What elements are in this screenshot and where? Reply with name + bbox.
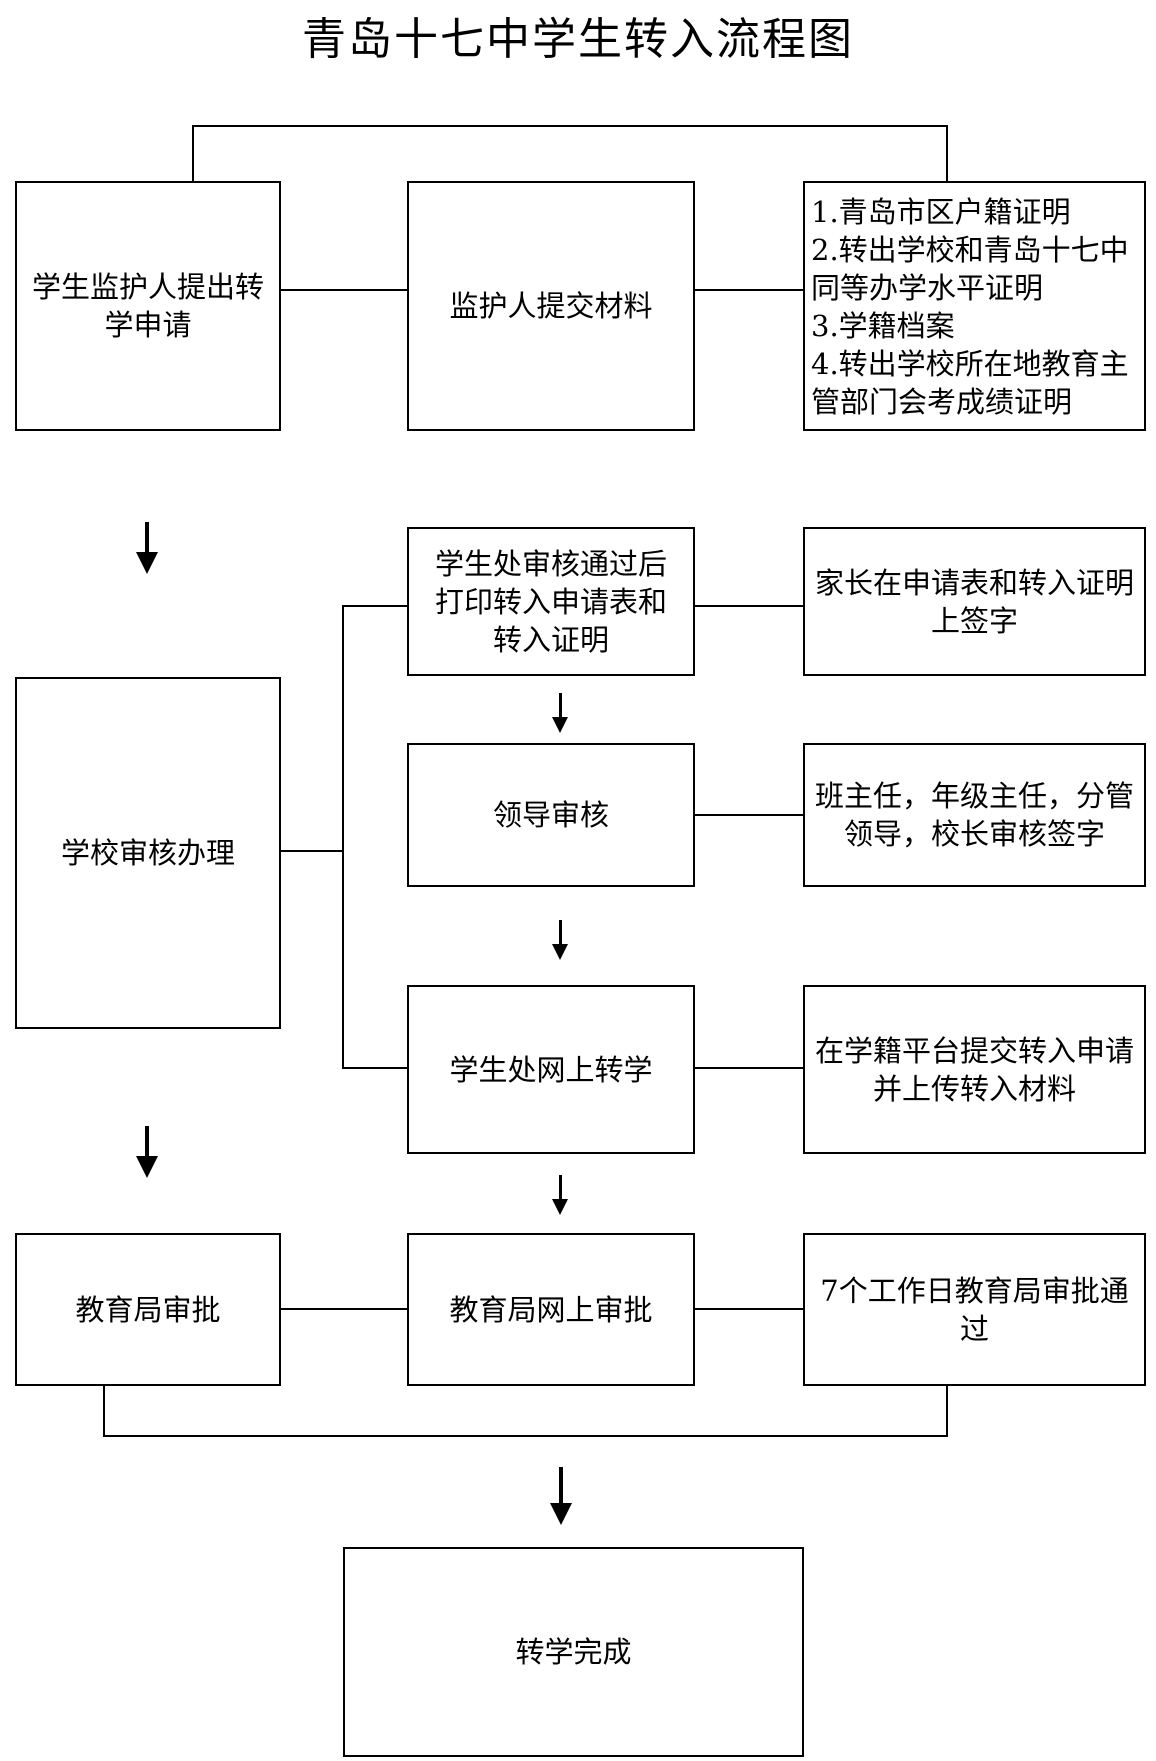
bureau-approve-label: 教育局审批: [75, 1292, 221, 1327]
material-item-3: 3.学籍档案: [811, 309, 955, 343]
top-bracket-line: [192, 125, 948, 181]
platform-submit-box: 在学籍平台提交转入申请并上传转入材料: [803, 985, 1146, 1154]
bureau-online-label: 教育局网上审批: [449, 1292, 653, 1327]
leader-review-box: 领导审核: [407, 743, 695, 887]
parent-sign-label: 家长在申请表和转入证明上签字: [815, 565, 1135, 638]
transfer-complete-box: 转学完成: [343, 1547, 804, 1757]
submit-label: 监护人提交材料: [449, 289, 653, 323]
working-days-label: 7个工作日教育局审批通过: [820, 1273, 1129, 1346]
parent-sign-box: 家长在申请表和转入证明上签字: [803, 527, 1146, 676]
branch-vertical-line: [342, 605, 407, 1069]
materials-list-box: 1.青岛市区户籍证明 2.转出学校和青岛十七中同等办学水平证明 3.学籍档案 4…: [803, 181, 1146, 431]
transfer-complete-label: 转学完成: [515, 1635, 632, 1669]
material-item-4: 4.转出学校所在地教育主管部门会考成绩证明: [811, 347, 1129, 419]
submit-materials-box: 监护人提交材料: [407, 181, 695, 431]
school-review-box: 学校审核办理: [15, 677, 281, 1029]
apply-label: 学生监护人提出转学申请: [32, 270, 265, 342]
online-transfer-box: 学生处网上转学: [407, 985, 695, 1154]
bottom-bracket-line: [103, 1386, 948, 1437]
bureau-online-box: 教育局网上审批: [407, 1233, 695, 1386]
apply-box: 学生监护人提出转学申请: [15, 181, 281, 431]
print-form-label: 学生处审核通过后打印转入申请表和转入证明: [434, 546, 667, 657]
platform-submit-label: 在学籍平台提交转入申请并上传转入材料: [815, 1033, 1135, 1106]
print-form-box: 学生处审核通过后打印转入申请表和转入证明: [407, 527, 695, 676]
leader-sign-box: 班主任，年级主任，分管领导，校长审核签字: [803, 743, 1146, 887]
online-transfer-label: 学生处网上转学: [449, 1052, 653, 1087]
bureau-approve-box: 教育局审批: [15, 1233, 281, 1386]
school-review-label: 学校审核办理: [60, 836, 235, 870]
material-item-2: 2.转出学校和青岛十七中同等办学水平证明: [811, 233, 1129, 305]
leader-review-label: 领导审核: [492, 798, 609, 832]
material-item-1: 1.青岛市区户籍证明: [811, 195, 1071, 229]
page-title: 青岛十七中学生转入流程图: [302, 14, 854, 65]
working-days-box: 7个工作日教育局审批通过: [803, 1233, 1146, 1386]
leader-sign-label: 班主任，年级主任，分管领导，校长审核签字: [815, 779, 1135, 851]
